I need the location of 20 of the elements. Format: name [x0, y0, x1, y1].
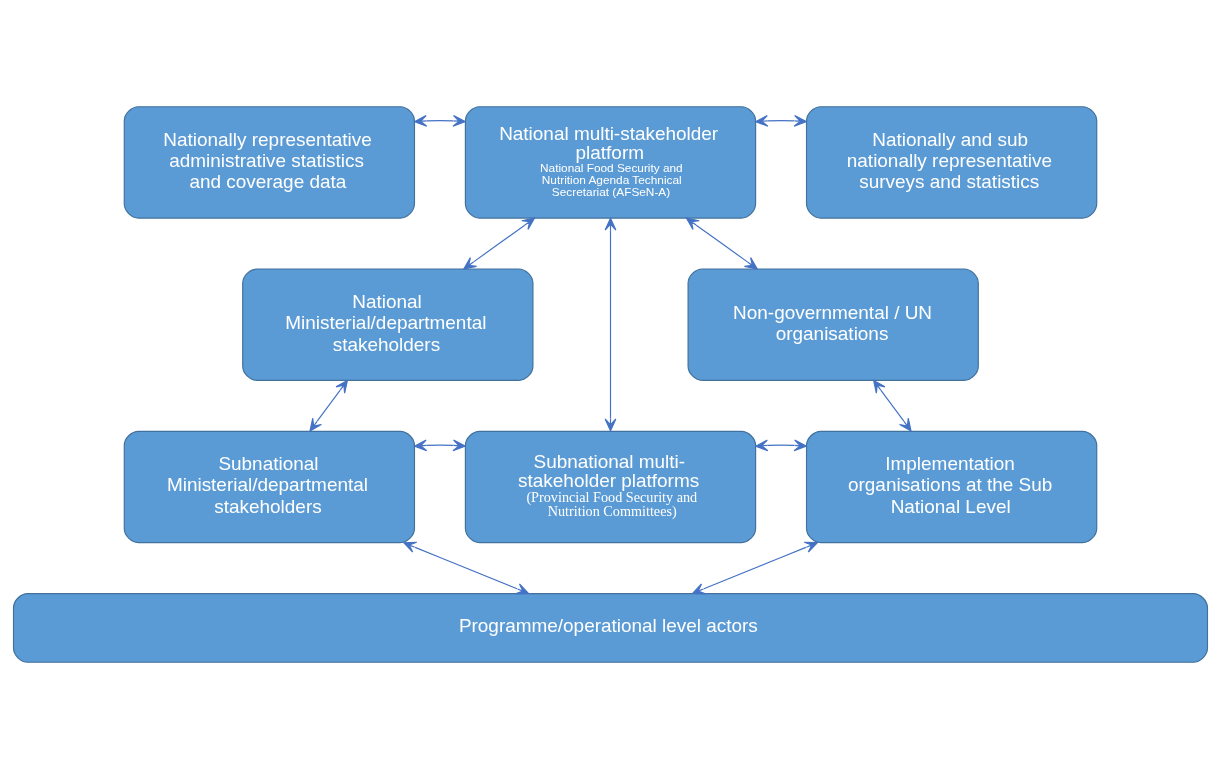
arrow — [755, 439, 807, 452]
node-box: Subnational Ministerial/departmental stakeholders — [123, 430, 416, 544]
arrow — [414, 115, 466, 127]
node-box: Non-governmental / UN organisations — [687, 268, 979, 381]
node-box: National Ministerial/departmental stakeholders — [242, 268, 534, 381]
arrow — [403, 541, 530, 595]
arrow — [691, 541, 818, 595]
node-box: National multi-stakeholder platform National Food Security and Nutrition Agenda Technical Secretariat (AFSeN-A) — [464, 106, 757, 219]
node-box: Implementation organisations at the Sub National Level — [805, 430, 1098, 544]
node-box: Nationally representative administrative statistics and coverage data — [123, 106, 416, 219]
arrow — [873, 379, 912, 432]
arrow — [309, 379, 348, 432]
arrow — [685, 217, 758, 270]
arrow — [604, 217, 617, 432]
arrow — [463, 217, 536, 270]
arrow — [414, 439, 466, 452]
node-box: Subnational multi-stakeholder platforms (Provincial Food Security and Nutrition Committees) — [464, 430, 757, 544]
node-box: Nationally and sub nationally representative surveys and statistics — [805, 106, 1098, 219]
arrow — [755, 115, 807, 127]
node-box: Programme/operational level actors — [12, 592, 1209, 663]
